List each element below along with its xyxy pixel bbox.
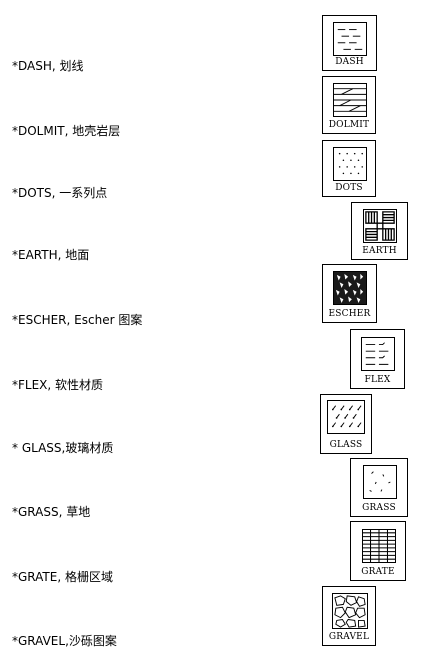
hatch-name-dash: DASH <box>335 57 364 67</box>
hatch-tile-dots[interactable]: DOTS <box>322 140 376 197</box>
hatch-label-earth: *EARTH, 地面 <box>12 248 90 262</box>
hatch-tile-glass[interactable]: GLASS <box>320 394 372 454</box>
hatch-label-dash: *DASH, 划线 <box>12 59 84 73</box>
hatch-name-gravel: GRAVEL <box>328 632 370 642</box>
hatch-tile-escher[interactable]: ESCHER <box>322 264 377 323</box>
hatch-tile-gravel[interactable]: GRAVEL <box>322 586 376 646</box>
hatch-tile-grass[interactable]: GRASS <box>350 458 408 517</box>
hatch-name-dots: DOTS <box>335 183 363 193</box>
hatch-label-gravel: *GRAVEL,沙砾图案 <box>12 634 117 648</box>
grass-pattern-swatch <box>363 465 397 499</box>
hatch-label-grass: *GRASS, 草地 <box>12 505 91 519</box>
hatch-tile-earth[interactable]: EARTH <box>351 202 408 260</box>
hatch-tile-dolmit[interactable]: DOLMIT <box>322 76 376 134</box>
glass-pattern-swatch <box>327 400 365 434</box>
dash-pattern-swatch <box>333 22 367 56</box>
hatch-label-flex: *FLEX, 软性材质 <box>12 378 104 392</box>
hatch-tile-flex[interactable]: FLEX <box>350 329 405 389</box>
gravel-pattern-swatch <box>332 593 368 629</box>
dots-pattern-swatch <box>333 147 367 181</box>
dolmit-pattern-swatch <box>333 83 367 117</box>
hatch-tile-dash[interactable]: DASH <box>322 15 377 71</box>
hatch-label-dolmit: *DOLMIT, 地壳岩层 <box>12 124 121 138</box>
hatch-name-grate: GRATE <box>361 567 395 577</box>
hatch-name-grass: GRASS <box>362 503 396 513</box>
hatch-name-earth: EARTH <box>362 246 397 256</box>
hatch-name-glass: GLASS <box>329 440 363 450</box>
hatch-name-escher: ESCHER <box>328 309 371 319</box>
grate-pattern-swatch <box>362 529 396 563</box>
flex-pattern-swatch <box>361 337 395 371</box>
hatch-label-glass: * GLASS,玻璃材质 <box>12 441 114 455</box>
escher-pattern-swatch <box>333 271 367 305</box>
hatch-label-dots: *DOTS, 一系列点 <box>12 186 108 200</box>
hatch-name-dolmit: DOLMIT <box>328 120 370 130</box>
hatch-label-grate: *GRATE, 格栅区域 <box>12 570 113 584</box>
hatch-name-flex: FLEX <box>364 375 391 385</box>
hatch-tile-grate[interactable]: GRATE <box>350 521 406 581</box>
hatch-label-escher: *ESCHER, Escher 图案 <box>12 313 143 327</box>
earth-pattern-swatch <box>363 209 397 243</box>
